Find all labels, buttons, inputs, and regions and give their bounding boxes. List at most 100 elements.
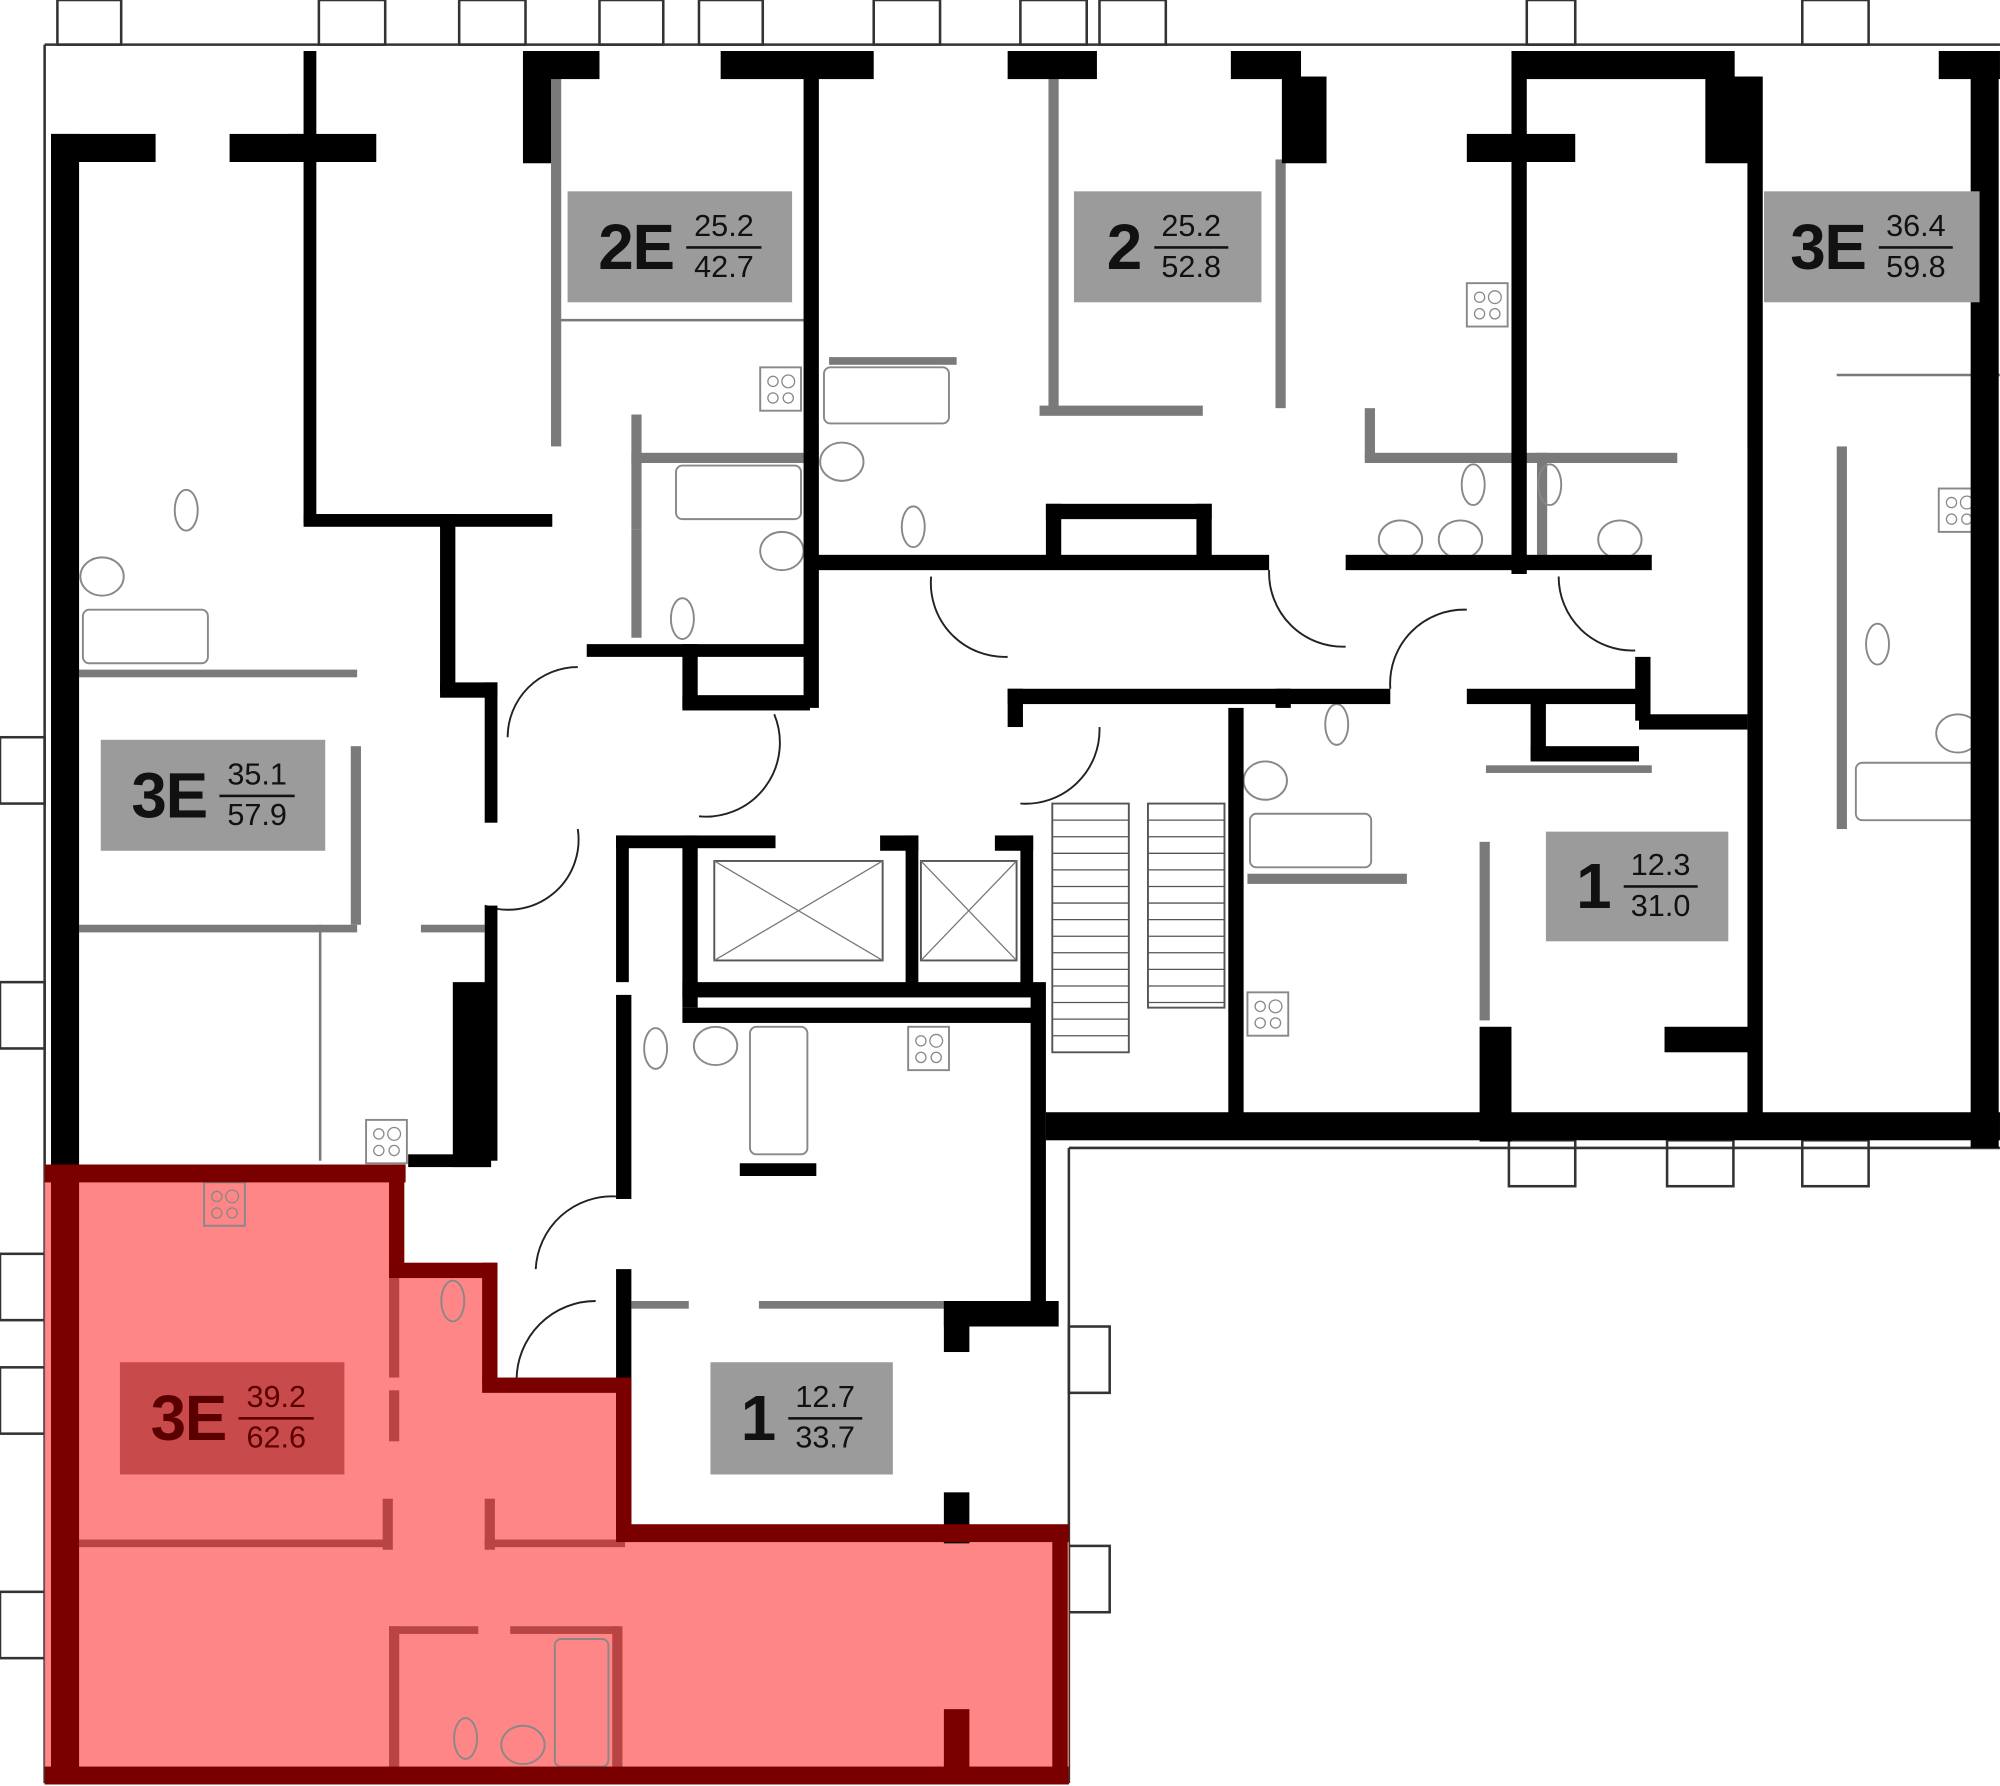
bathtub-icon [81,608,209,665]
door-swing [1268,570,1346,648]
elevator-shaft [713,860,884,962]
total-area: 59.8 [1886,249,1946,284]
wall [482,1377,629,1393]
toilet-icon [1460,463,1486,507]
door-swing [534,1195,617,1270]
partition-wall [1275,159,1286,409]
partition-wall [350,746,361,925]
total-area: 42.7 [694,249,754,284]
wall [44,1164,406,1183]
wall [303,514,553,527]
partition-wall [1836,446,1847,830]
window [1019,0,1089,46]
toilet-icon [1324,703,1350,746]
wall [522,51,600,80]
partition-wall [551,318,807,322]
wall [616,1377,632,1537]
wall [440,682,498,698]
partition-wall [1247,873,1407,884]
wall [1045,503,1062,568]
living-area: 35.1 [219,758,295,797]
toilet-icon [1537,463,1563,507]
wall [616,994,632,1199]
partition-wall [389,1275,400,1378]
partition-wall [1039,405,1203,416]
bathtub-icon [823,366,950,425]
wall [682,982,1034,998]
toilet-icon [643,1027,669,1070]
wall [51,133,156,162]
bathtub-icon [1854,761,1978,822]
staircase [1146,802,1226,1009]
wall [1007,688,1391,705]
apartment-type: 1 [1576,850,1611,923]
living-area: 12.3 [1623,849,1699,888]
window [0,1252,46,1322]
wall [1030,982,1046,1302]
total-area: 57.9 [227,797,287,833]
total-area: 31.0 [1630,889,1691,924]
wall [51,133,80,1165]
wall [739,1163,817,1177]
sink-icon [759,530,805,572]
door-swing [929,576,1008,658]
selected-apartment-highlight[interactable] [44,1164,1069,1784]
toilet-icon [453,1717,478,1760]
wall [1228,707,1244,1117]
window [1067,1325,1111,1395]
wall [1747,76,1763,1136]
wall [943,1709,970,1773]
wall [682,1007,1034,1023]
door-swing [506,666,578,738]
living-area: 36.4 [1878,209,1954,249]
selected-apartment-walls [44,1164,1069,1785]
toilet-icon [173,488,199,532]
wall [522,76,552,164]
sink-icon [1377,519,1424,560]
partition-wall [1485,765,1652,773]
living-area: 25.2 [686,209,762,249]
window [317,0,387,46]
living-area: 12.7 [787,1381,863,1420]
partition-wall [612,1626,623,1780]
partition-wall [758,1301,944,1309]
wall [1466,688,1646,705]
wall [1345,554,1652,571]
wall [44,1766,1069,1785]
wall [905,835,919,995]
wall [51,1164,80,1784]
wall [682,835,698,1008]
wall [286,133,377,162]
wall [1517,51,1735,80]
door-swing [698,713,781,818]
stove-icon [365,1118,408,1165]
total-area: 33.7 [795,1420,855,1456]
living-area: 25.2 [1153,209,1229,249]
partition-wall [631,1301,689,1309]
window [872,0,942,46]
partition-wall [1364,408,1375,460]
sink-icon [1597,519,1643,560]
door-swing [484,828,580,911]
wall [484,682,498,823]
wall [408,1154,492,1168]
partition-wall [420,924,485,933]
window [598,0,665,46]
stove-icon [907,1025,950,1072]
toilet-icon [900,505,926,549]
wall [803,76,819,708]
partition-wall [484,1498,495,1550]
door-swing [1557,576,1636,652]
partition-wall [631,414,642,530]
total-area: 52.8 [1161,249,1221,284]
bathtub-icon [749,1025,809,1156]
window [0,980,46,1050]
